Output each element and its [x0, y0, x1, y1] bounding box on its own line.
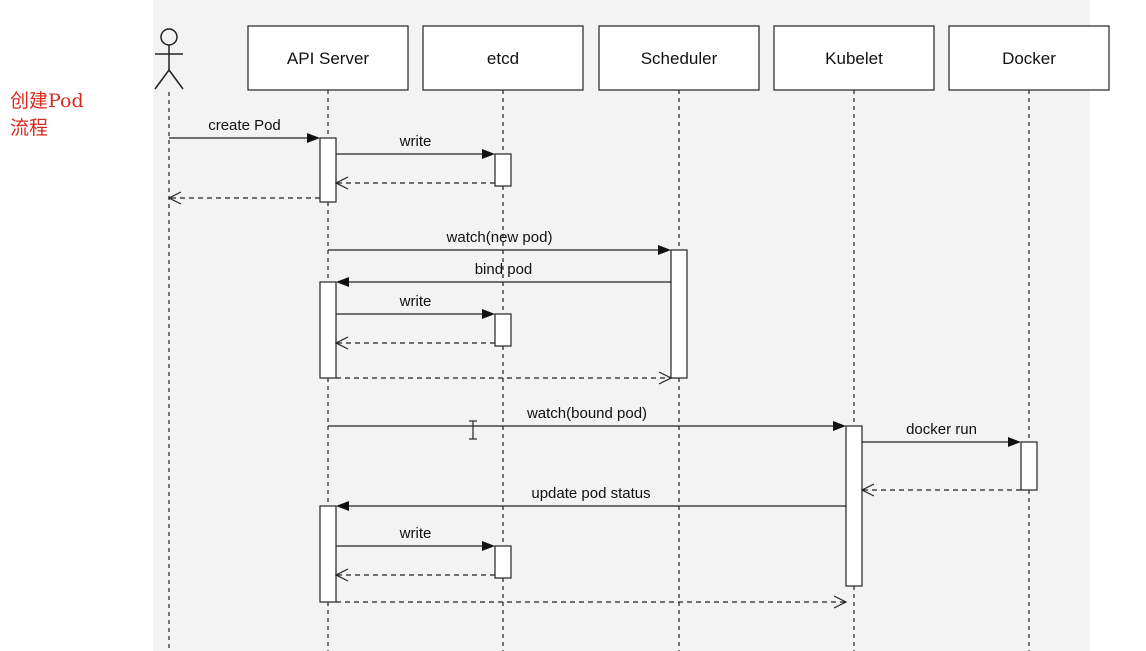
- participant-box-docker: [948, 25, 1110, 91]
- participant-label-api: API Server: [287, 49, 370, 68]
- return-arrowhead-14: [334, 568, 349, 582]
- diagram-side-title: 创建Pod 流程: [10, 90, 84, 139]
- message-arrowhead-9: [833, 421, 846, 431]
- participant-box-etcd: [422, 25, 584, 91]
- activation-api-3: [319, 281, 337, 379]
- return-arrowhead-7: [334, 336, 349, 350]
- activation-etcd-4: [494, 313, 512, 347]
- return-arrowhead-3: [167, 191, 182, 205]
- activation-kubelet-5: [845, 425, 863, 587]
- message-label-10: docker run: [906, 421, 977, 438]
- message-label-9: watch(bound pod): [526, 405, 647, 422]
- return-arrowhead-11: [860, 483, 875, 497]
- participant-label-etcd: etcd: [487, 49, 519, 68]
- actor-head: [160, 28, 178, 46]
- actor-leg-right: [168, 69, 184, 90]
- message-label-13: write: [399, 525, 432, 542]
- message-arrowhead-1: [482, 149, 495, 159]
- participant-label-kubelet: Kubelet: [825, 49, 883, 68]
- message-arrowhead-12: [336, 501, 349, 511]
- message-label-5: bind pod: [475, 261, 533, 278]
- message-arrowhead-13: [482, 541, 495, 551]
- participant-label-scheduler: Scheduler: [641, 49, 718, 68]
- message-label-4: watch(new pod): [446, 229, 553, 246]
- message-arrowhead-0: [307, 133, 320, 143]
- message-label-1: write: [399, 133, 432, 150]
- activation-etcd-1: [494, 153, 512, 187]
- text-cursor-icon: [469, 420, 477, 440]
- message-arrowhead-4: [658, 245, 671, 255]
- return-arrowhead-15: [833, 595, 848, 609]
- message-arrowhead-6: [482, 309, 495, 319]
- activation-scheduler-2: [670, 249, 688, 379]
- message-arrowhead-10: [1008, 437, 1021, 447]
- message-label-6: write: [399, 293, 432, 310]
- activation-etcd-8: [494, 545, 512, 579]
- activation-docker-6: [1020, 441, 1038, 491]
- actor-leg-left: [154, 69, 170, 90]
- message-arrowhead-5: [336, 277, 349, 287]
- participant-label-docker: Docker: [1002, 49, 1056, 68]
- activation-api-7: [319, 505, 337, 603]
- return-arrowhead-8: [658, 371, 673, 385]
- activation-api-0: [319, 137, 337, 203]
- message-label-0: create Pod: [208, 117, 281, 134]
- return-arrowhead-2: [334, 176, 349, 190]
- participant-box-api: [247, 25, 409, 91]
- diagram-panel: [153, 0, 1090, 651]
- participant-box-scheduler: [598, 25, 760, 91]
- participant-box-kubelet: [773, 25, 935, 91]
- message-label-12: update pod status: [531, 485, 650, 502]
